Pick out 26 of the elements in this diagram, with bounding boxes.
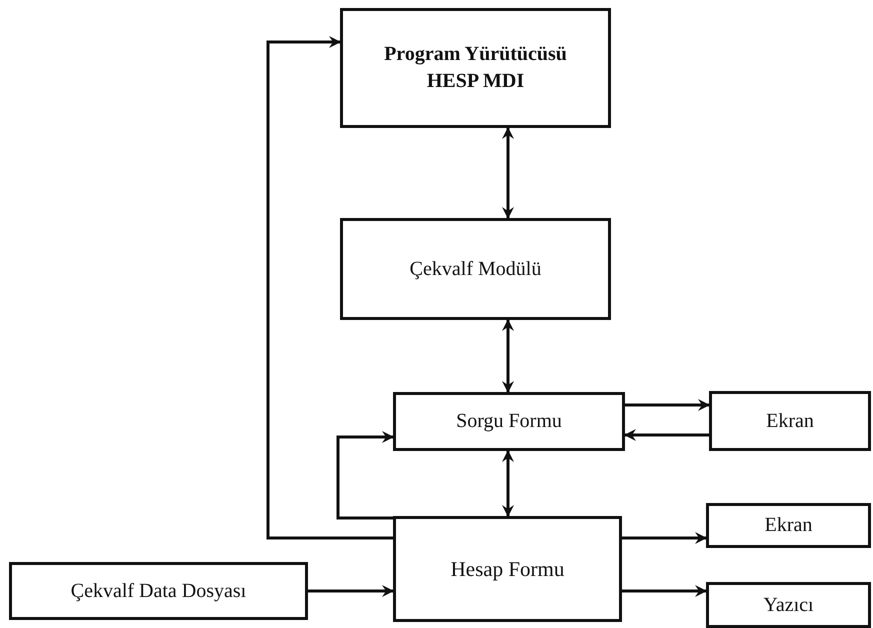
process-box: [340, 218, 611, 320]
box-label: Program Yürütücüsü HESP MDI: [383, 42, 568, 94]
process-box: [706, 503, 871, 548]
process-box: [393, 392, 625, 451]
process-box: [393, 516, 622, 622]
arrow: [622, 532, 707, 544]
process-box: [9, 562, 308, 620]
arrow: [308, 585, 394, 597]
process-box: [340, 8, 611, 128]
box-label: Hesap Formu: [450, 556, 564, 583]
arrow: [502, 450, 514, 517]
arrow: [625, 399, 710, 411]
arrow: [336, 431, 394, 520]
arrow: [624, 429, 709, 441]
box-label: Yazıcı: [763, 592, 814, 618]
box-label: Çekvalf Data Dosyası: [70, 578, 246, 604]
process-box: [709, 391, 871, 451]
box-label: Sorgu Formu: [456, 409, 562, 434]
arrow: [502, 127, 514, 219]
arrow: [622, 585, 707, 597]
box-label: Ekran: [766, 408, 814, 434]
box-label: Çekvalf Modülü: [410, 256, 542, 282]
box-label: Ekran: [764, 513, 812, 538]
arrow: [266, 36, 393, 540]
process-box: [706, 582, 871, 628]
arrow: [502, 319, 514, 393]
